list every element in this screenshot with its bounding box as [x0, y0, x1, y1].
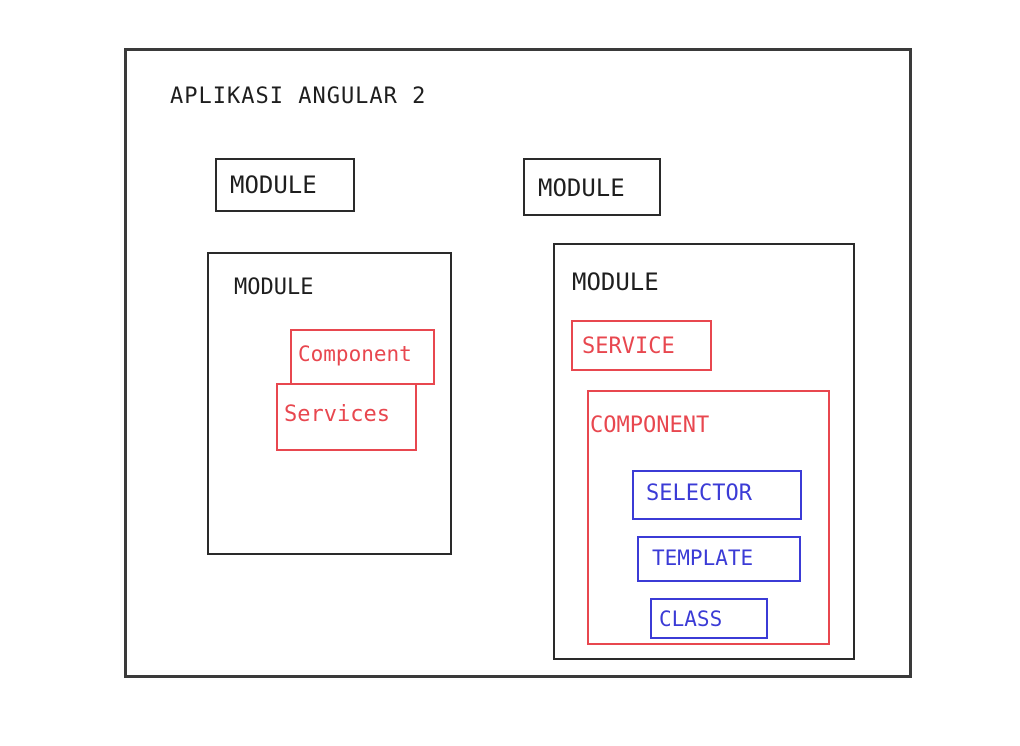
component-selector-label: SELECTOR: [646, 481, 752, 506]
module-left-title: MODULE: [234, 275, 314, 300]
module-right: [553, 243, 855, 660]
module-box-1-label: MODULE: [230, 171, 317, 199]
component-template-label: TEMPLATE: [652, 546, 754, 570]
module-right-service-label: SERVICE: [582, 334, 675, 359]
app-frame: [124, 48, 912, 678]
component-template: [637, 536, 801, 582]
module-right-component-title: COMPONENT: [590, 413, 710, 438]
module-box-1: [215, 158, 355, 212]
module-right-title: MODULE: [572, 268, 659, 296]
component-class-label: CLASS: [659, 607, 723, 631]
app-title: APLIKASI ANGULAR 2: [170, 84, 427, 109]
module-left: [207, 252, 452, 555]
module-right-service: [571, 320, 712, 371]
module-right-component: [587, 390, 830, 645]
module-box-2: [523, 158, 661, 216]
module-left-services: [276, 383, 417, 451]
module-left-services-label: Services: [284, 402, 390, 427]
module-left-component-label: Component: [298, 342, 412, 366]
component-selector: [632, 470, 802, 520]
module-box-2-label: MODULE: [538, 174, 625, 202]
component-class: [650, 598, 768, 639]
